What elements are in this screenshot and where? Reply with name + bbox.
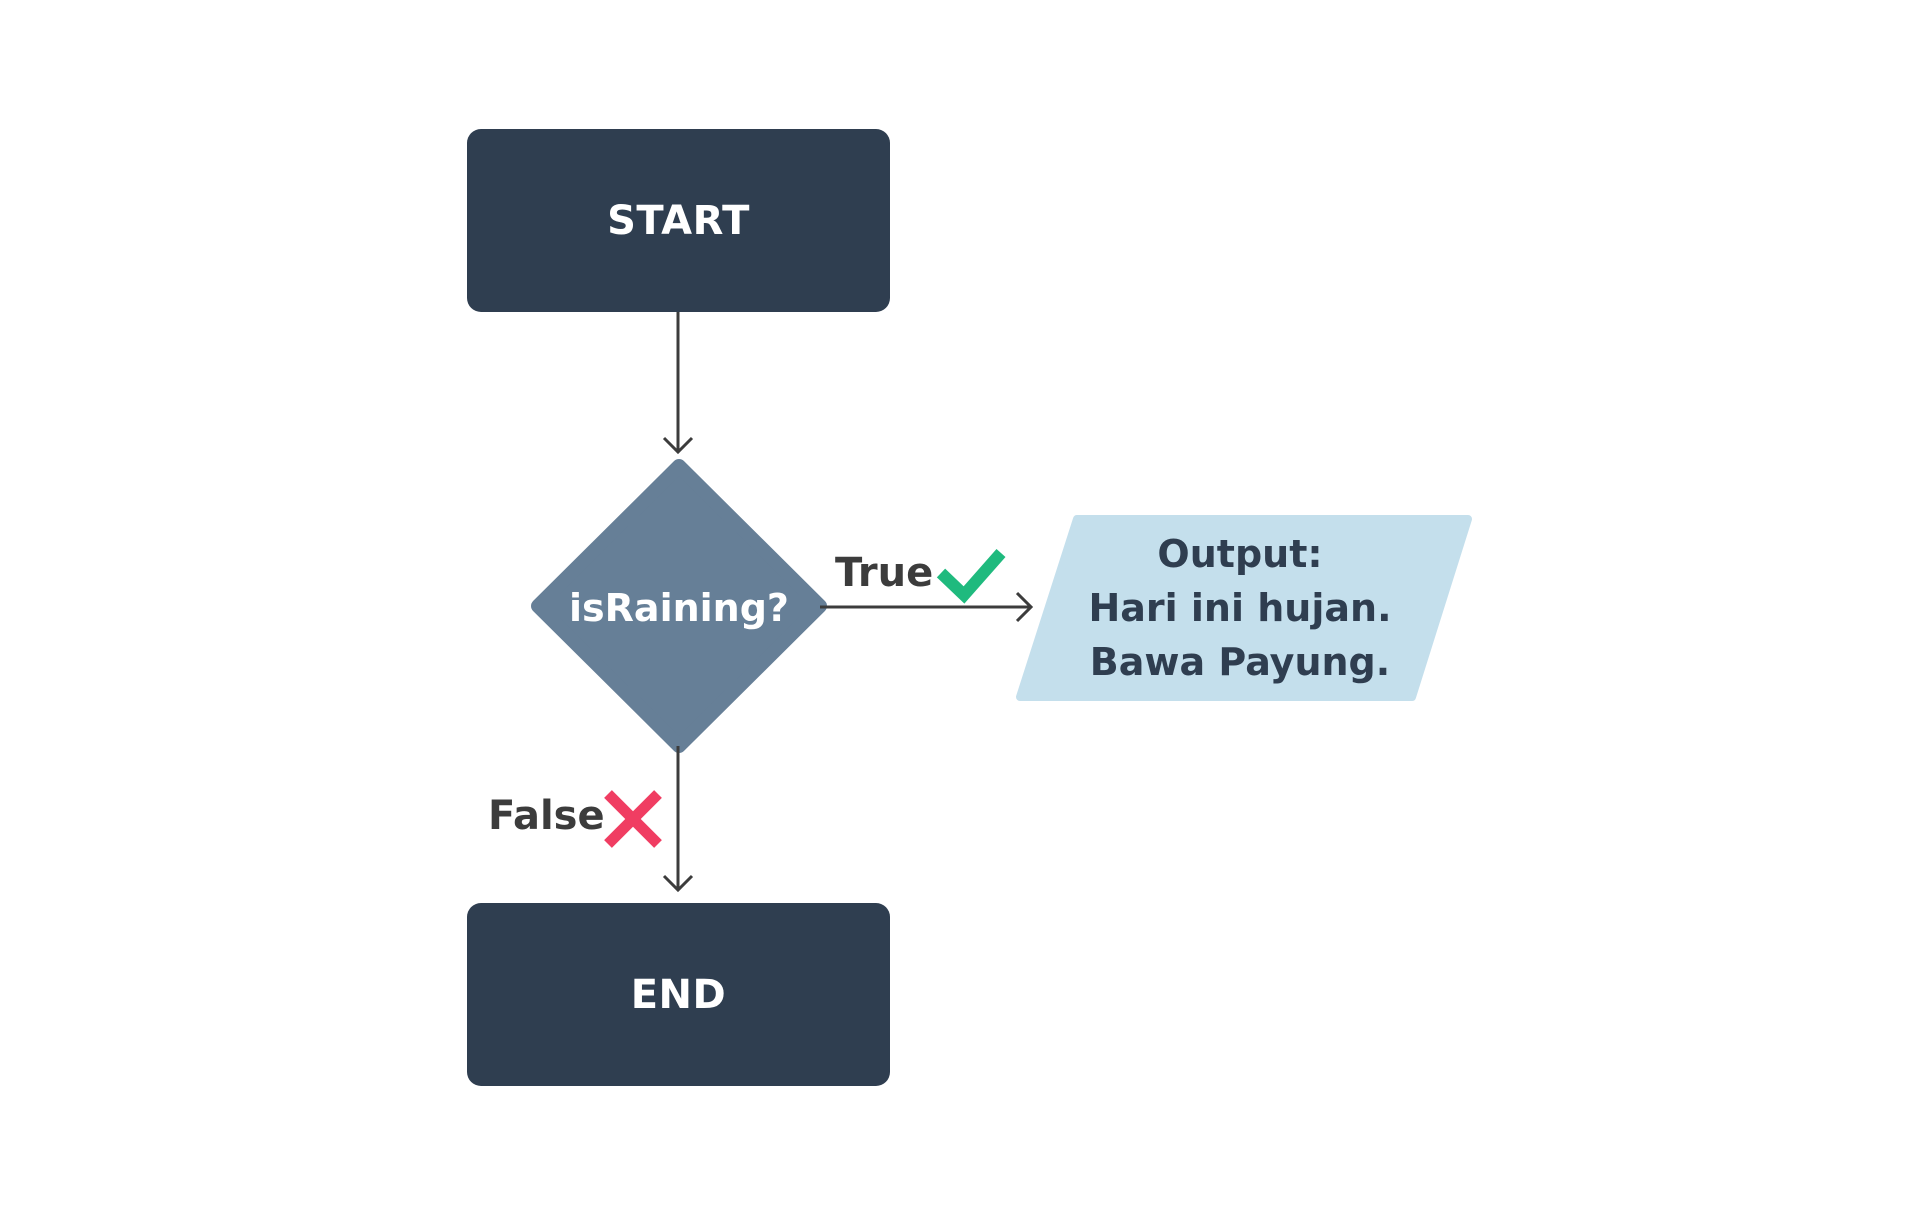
end-label: END xyxy=(630,971,727,1018)
arrowhead-down-end xyxy=(662,874,694,893)
arrowhead-right-output xyxy=(1015,591,1034,623)
start-node: START xyxy=(467,129,890,312)
output-line-3: Bawa Payung. xyxy=(1089,640,1391,684)
output-node-text: Output: Hari ini hujan. Bawa Payung. xyxy=(1040,520,1440,696)
start-label: START xyxy=(607,197,750,244)
true-branch-label: True xyxy=(835,550,934,596)
end-node: END xyxy=(467,903,890,1086)
output-line-1: Output: xyxy=(1157,532,1323,576)
false-branch-label: False xyxy=(488,793,605,839)
output-parallelogram xyxy=(1016,515,1472,701)
decision-label: isRaining? xyxy=(569,586,789,630)
output-line-2: Hari ini hujan. xyxy=(1088,586,1392,630)
cross-icon xyxy=(604,790,662,848)
checkmark-icon xyxy=(936,549,1006,604)
arrowhead-down-decision xyxy=(662,436,694,455)
